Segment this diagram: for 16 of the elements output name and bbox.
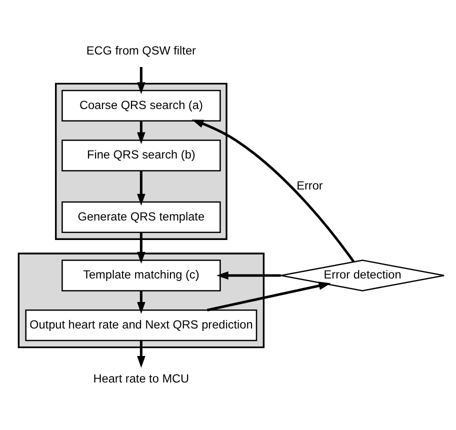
node-box: Output heart rate and Next QRS prediction xyxy=(25,309,258,341)
arrow xyxy=(137,170,146,206)
node-text: Heart rate to MCU xyxy=(93,371,190,386)
arrow xyxy=(216,270,281,280)
arrow xyxy=(192,119,355,262)
node-text: ECG from QSW filter xyxy=(86,43,196,58)
edge-label: Error xyxy=(296,178,323,192)
arrow xyxy=(137,340,146,368)
arrow xyxy=(137,232,146,264)
node-box: Coarse QRS search (a) xyxy=(62,89,221,121)
arrow xyxy=(137,120,146,144)
arrow xyxy=(137,66,146,94)
arrow xyxy=(137,290,146,314)
node-box: Generate QRS template xyxy=(62,200,221,233)
node-box: Fine QRS search (b) xyxy=(62,139,221,171)
node-box: Template matching (c) xyxy=(62,259,221,291)
